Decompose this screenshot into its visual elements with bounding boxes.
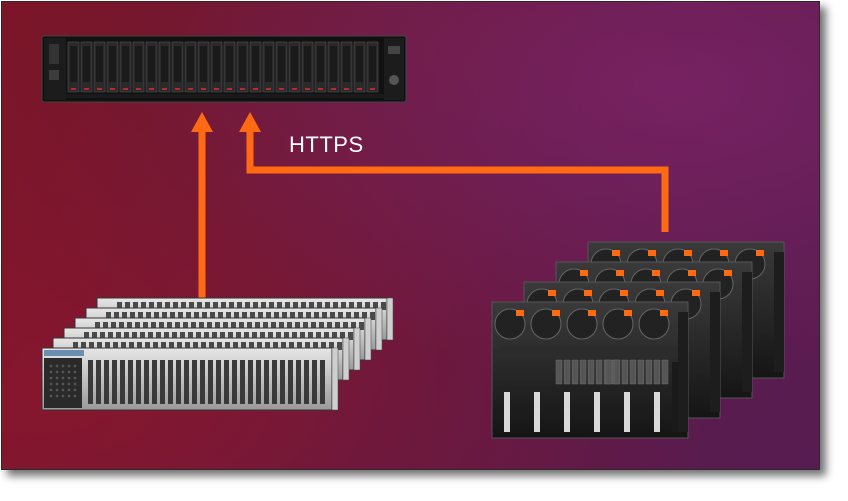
diagram-canvas: HTTPS (1, 1, 820, 470)
connection-arrows (191, 112, 669, 298)
drive-bays (67, 41, 379, 93)
left-arrow (191, 112, 213, 298)
rack-server-icon (41, 35, 407, 103)
gpu-server (491, 301, 689, 439)
gpu-server-stack-icon (491, 241, 785, 439)
https-arrow (239, 112, 669, 232)
rack-server-stack-icon (41, 297, 394, 411)
diagram-svg (41, 35, 785, 439)
rack-server (41, 347, 339, 411)
https-label: HTTPS (289, 132, 364, 157)
